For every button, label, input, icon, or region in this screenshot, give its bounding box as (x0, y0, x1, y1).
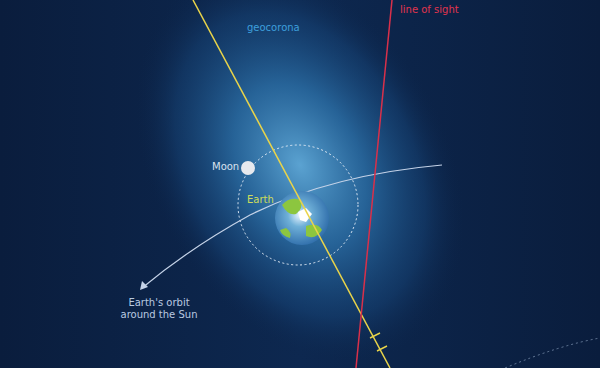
moon (241, 161, 255, 175)
region-label: geocorona (247, 22, 300, 34)
sun-line (193, 0, 390, 368)
earth-land (280, 199, 322, 238)
tick (377, 346, 387, 351)
orbit-arc (505, 338, 600, 368)
line-of-sight (356, 0, 392, 368)
orbit-label: Earth's orbit around the Sun (118, 297, 200, 321)
earth (275, 191, 329, 245)
geocorona-glow (67, 0, 534, 368)
line-label: line of sight (400, 4, 459, 16)
orbit-arrowhead (140, 281, 148, 290)
body-label: Moon (212, 161, 239, 173)
tick (370, 333, 380, 338)
body-label: Earth (247, 194, 274, 206)
moon-orbit (238, 145, 358, 265)
